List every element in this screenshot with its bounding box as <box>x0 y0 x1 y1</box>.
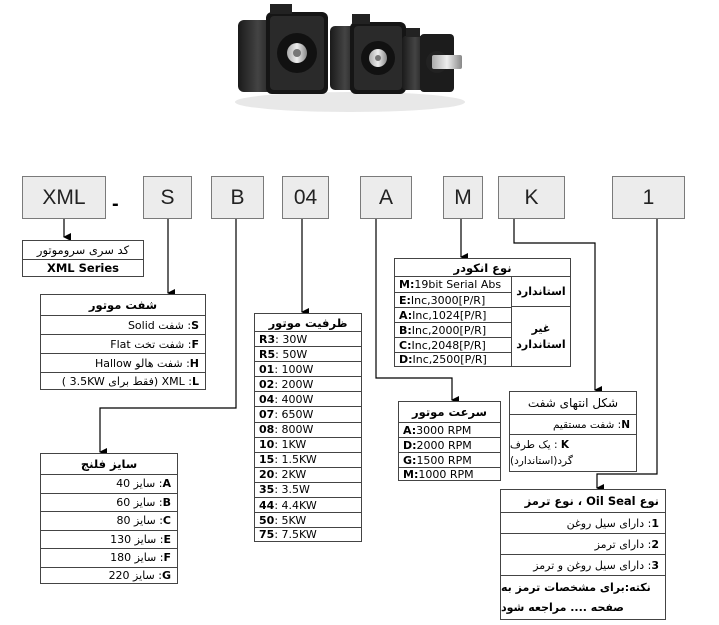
table-row: 10: 1KW <box>255 436 361 452</box>
table-row: G: سایز 220 <box>41 566 177 585</box>
table-row: C: سایز 80 <box>41 511 177 530</box>
code-box-flange: B <box>211 176 264 219</box>
table-row: E: سایز 130 <box>41 529 177 549</box>
table-row: M:19bit Serial Abs <box>399 278 502 291</box>
series-value: XML Series <box>23 259 143 276</box>
table-row: K : یک طرف گرد(استاندارد) <box>510 434 636 471</box>
table-row: H: شفت هالو Hallow <box>41 353 205 372</box>
capacity-title: ظرفیت موتور <box>268 315 348 330</box>
flange-size-table: سایز فلنج A: سایز 40 B: سایز 60 C: سایز … <box>40 453 178 584</box>
table-row: S: شفت Solid <box>41 315 205 334</box>
speed-title: سرعت موتور <box>412 405 487 419</box>
table-row: 3 : دارای سیل روغن و ترمز <box>501 554 665 575</box>
servo-motor-image <box>235 4 465 112</box>
encoder-standard-label: استاندارد <box>512 277 570 307</box>
table-row: 35: 3.5W <box>255 481 361 497</box>
table-row: R5: 50W <box>255 346 361 361</box>
table-row: G:1500 RPM <box>399 452 500 467</box>
table-row: 08: 800W <box>255 421 361 437</box>
series-title: کد سری سروموتور <box>36 243 130 257</box>
table-row: 44: 4.4KW <box>255 497 361 512</box>
series-table: کد سری سروموتور XML Series <box>22 240 144 277</box>
table-row: E:Inc,3000[P/R] <box>395 292 511 307</box>
table-row: M:1000 RPM <box>399 467 500 480</box>
table-row: B: Inc,2000[P/R] <box>395 322 511 337</box>
table-row: C: Inc,2048[P/R] <box>395 337 511 352</box>
oil-seal-title: نوع Oil Seal ، نوع ترمز <box>524 494 659 508</box>
table-row: 02: 200W <box>255 376 361 391</box>
encoder-non-standard-label: غیر استاندارد <box>516 321 566 351</box>
table-row: 15: 1.5KW <box>255 451 361 467</box>
encoder-table: نوع انکودر M:19bit Serial Abs E:Inc,3000… <box>394 258 571 367</box>
shaft-end-table: شکل انتهای شفت N : شفت مستقیم K : یک طرف… <box>509 391 637 472</box>
table-row: 50: 5KW <box>255 512 361 527</box>
flange-title: سایز فلنج <box>80 457 138 471</box>
table-row: A:3000 RPM <box>399 422 500 437</box>
oil-seal-brake-table: نوع Oil Seal ، نوع ترمز 1 : دارای سیل رو… <box>500 489 666 620</box>
oil-seal-note: نکته:برای مشخصات ترمز به صفحه .... مراجع… <box>501 575 665 619</box>
table-row: 20: 2KW <box>255 466 361 482</box>
code-box-encoder: M <box>443 176 483 219</box>
table-row: R3: 30W <box>255 331 361 346</box>
code-box-shaft-end: K <box>498 176 565 219</box>
code-box-speed: A <box>360 176 412 219</box>
table-row: 07: 650W <box>255 406 361 421</box>
encoder-title: نوع انکودر <box>395 259 570 277</box>
table-row: B: سایز 60 <box>41 492 177 512</box>
code-box-shaft-type: S <box>143 176 192 219</box>
capacity-table: ظرفیت موتور R3: 30W R5: 50W 01: 100W 02:… <box>254 313 362 542</box>
table-row: D: Inc,2500[P/R] <box>395 352 511 366</box>
table-row: L: XML (فقط برای 3.5KW ) <box>41 372 205 389</box>
table-row: F: شفت تخت Flat <box>41 334 205 353</box>
table-row: 1 : دارای سیل روغن <box>501 512 665 533</box>
speed-table: سرعت موتور A:3000 RPM D:2000 RPM G:1500 … <box>398 401 501 481</box>
table-row: 75: 7.5KW <box>255 527 361 541</box>
table-row: A: سایز 40 <box>41 474 177 493</box>
shaft-type-title: شفت موتور <box>88 298 158 312</box>
code-box-series: XML <box>22 176 106 219</box>
code-box-oil-seal: 1 <box>612 176 685 219</box>
table-row: N : شفت مستقیم <box>510 414 636 434</box>
shaft-end-title: شکل انتهای شفت <box>527 396 619 410</box>
table-row: 04: 400W <box>255 391 361 406</box>
code-box-capacity: 04 <box>282 176 329 219</box>
table-row: 2 : دارای ترمز <box>501 533 665 554</box>
code-separator: - <box>112 193 119 215</box>
shaft-type-table: شفت موتور S: شفت Solid F: شفت تخت Flat H… <box>40 294 206 390</box>
table-row: 01: 100W <box>255 361 361 376</box>
table-row: D:2000 RPM <box>399 437 500 452</box>
table-row: A: Inc,1024[P/R] <box>395 307 511 322</box>
table-row: F: سایز 180 <box>41 548 177 567</box>
